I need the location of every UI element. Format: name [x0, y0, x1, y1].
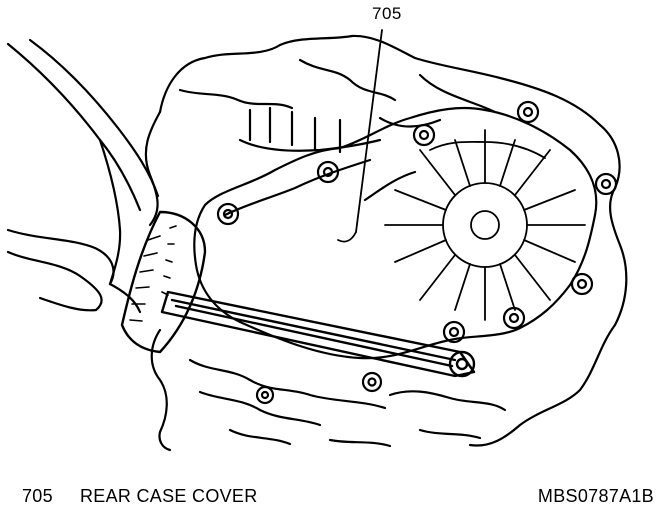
lower-housing	[150, 328, 507, 452]
rib-pattern	[384, 129, 586, 321]
torque-wrench-illustration	[120, 210, 476, 378]
transmission-case-illustration	[144, 34, 628, 447]
callout-leader	[337, 29, 383, 243]
caption-label: REAR CASE COVER	[80, 486, 258, 506]
hand-illustration	[6, 38, 160, 314]
caption-number: 705	[22, 486, 53, 506]
figure-id: MBS0787A1B	[537, 486, 654, 506]
bolt-heads	[216, 100, 618, 344]
callout-number: 705	[372, 4, 402, 23]
